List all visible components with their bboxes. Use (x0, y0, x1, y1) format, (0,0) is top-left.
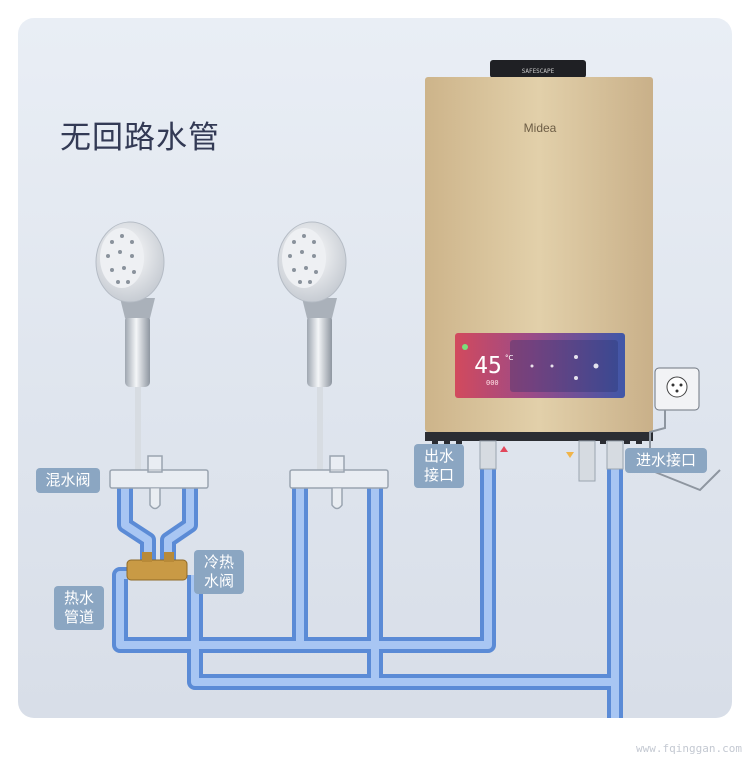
label-water-outlet: 出水 接口 (414, 444, 464, 488)
watermark: www.fqinggan.com (636, 742, 742, 755)
label-cold-hot-valve: 冷热 水阀 (194, 550, 244, 594)
label-water-inlet: 进水接口 (625, 448, 707, 473)
shower-head-right (277, 221, 347, 470)
heater-control-panel (455, 333, 625, 398)
mixing-valve-right (289, 455, 389, 510)
heater-sub-display: 000 (486, 379, 499, 387)
water-heater: SAFESCAPE Midea 45 °C 000 (425, 60, 653, 482)
brass-valve (126, 552, 188, 581)
power-socket (649, 367, 721, 492)
page-title: 无回路水管 (60, 120, 220, 156)
heater-badge: SAFESCAPE (522, 68, 555, 75)
heater-temp-unit: °C (505, 354, 514, 362)
label-hot-pipe: 热水 管道 (54, 586, 104, 630)
label-mixing-valve: 混水阀 (36, 468, 100, 493)
shower-head-left (95, 221, 165, 470)
mixing-valve-left (109, 455, 209, 510)
heater-temp-display: 45 (474, 353, 502, 379)
heater-brand-logo: Midea (524, 121, 557, 135)
water-pipes (112, 465, 623, 718)
